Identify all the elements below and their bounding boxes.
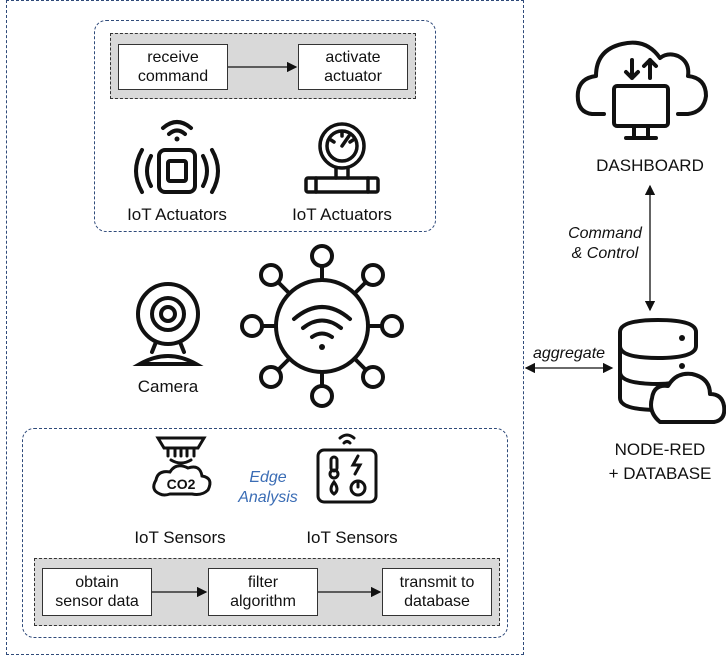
sensor-group [22, 428, 508, 638]
aggregate-label: aggregate [532, 345, 606, 362]
camera-label: Camera [137, 377, 199, 396]
edge-analysis-label: Edge Analysis [238, 469, 298, 506]
actuator-group [94, 20, 436, 232]
smart-actuator-icon [134, 120, 220, 194]
co2-icon-text: CO2 [167, 476, 196, 492]
edge-system-boundary [6, 0, 524, 655]
database-cloud-icon [618, 318, 726, 424]
filter-algorithm-box: filter algorithm [208, 568, 318, 616]
database-label: + DATABASE [608, 464, 712, 483]
iot-actuators-label-2: IoT Actuators [292, 205, 392, 224]
receive-command-box: receive command [118, 44, 228, 90]
command-control-label: Command & Control [568, 225, 642, 262]
node-red-label: NODE-RED [614, 440, 706, 459]
activate-actuator-box: activate actuator [298, 44, 408, 90]
obtain-sensor-data-box: obtain sensor data [42, 568, 152, 616]
valve-gauge-icon [304, 122, 380, 194]
iot-actuators-label-1: IoT Actuators [127, 205, 227, 224]
co2-sensor-icon: CO2 [152, 436, 212, 497]
camera-icon [132, 282, 204, 366]
dashboard-label: DASHBOARD [596, 156, 704, 175]
iot-sensors-label-2: IoT Sensors [306, 528, 398, 547]
multi-sensor-icon [316, 433, 378, 504]
dashboard-cloud-monitor-icon [575, 40, 708, 140]
iot-hub-wifi-icon [240, 244, 404, 408]
iot-sensors-label-1: IoT Sensors [134, 528, 226, 547]
transmit-to-database-box: transmit to database [382, 568, 492, 616]
